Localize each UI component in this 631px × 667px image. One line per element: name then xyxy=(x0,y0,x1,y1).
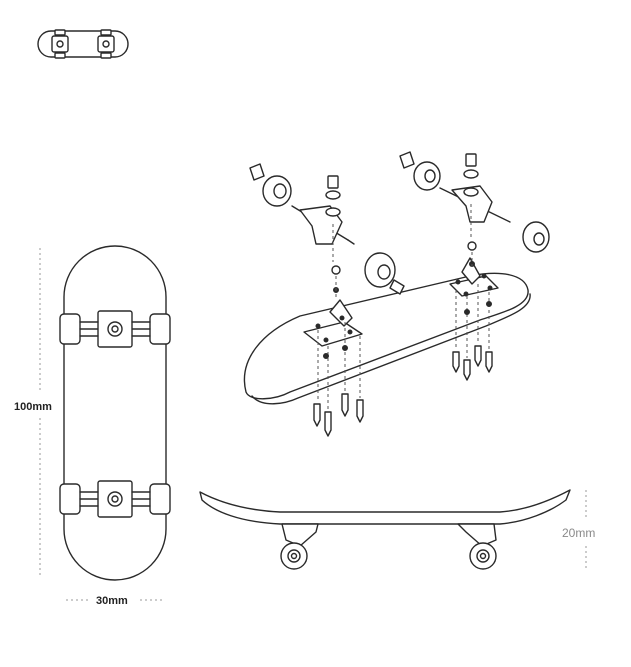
top-view-truck-lower xyxy=(59,480,171,518)
side-view-truck-left xyxy=(280,523,319,570)
exploded-view xyxy=(243,151,550,437)
width-label: 30mm xyxy=(96,595,128,607)
length-dimension: 100mm xyxy=(14,248,52,578)
screws-right xyxy=(452,301,493,381)
length-label: 100mm xyxy=(14,401,52,413)
top-view-board xyxy=(59,245,171,581)
top-view-truck-upper xyxy=(59,310,171,348)
thumbnail-board-icon xyxy=(37,29,129,59)
side-view-truck-right xyxy=(457,523,497,570)
side-view-board xyxy=(199,489,571,570)
height-dimension: 20mm xyxy=(562,490,595,570)
height-label: 20mm xyxy=(562,526,595,540)
exploded-deck xyxy=(243,272,529,400)
exploded-truck-right xyxy=(399,151,550,267)
screws-left xyxy=(313,345,364,437)
width-dimension: 30mm xyxy=(66,595,164,607)
exploded-truck-left xyxy=(249,163,405,295)
